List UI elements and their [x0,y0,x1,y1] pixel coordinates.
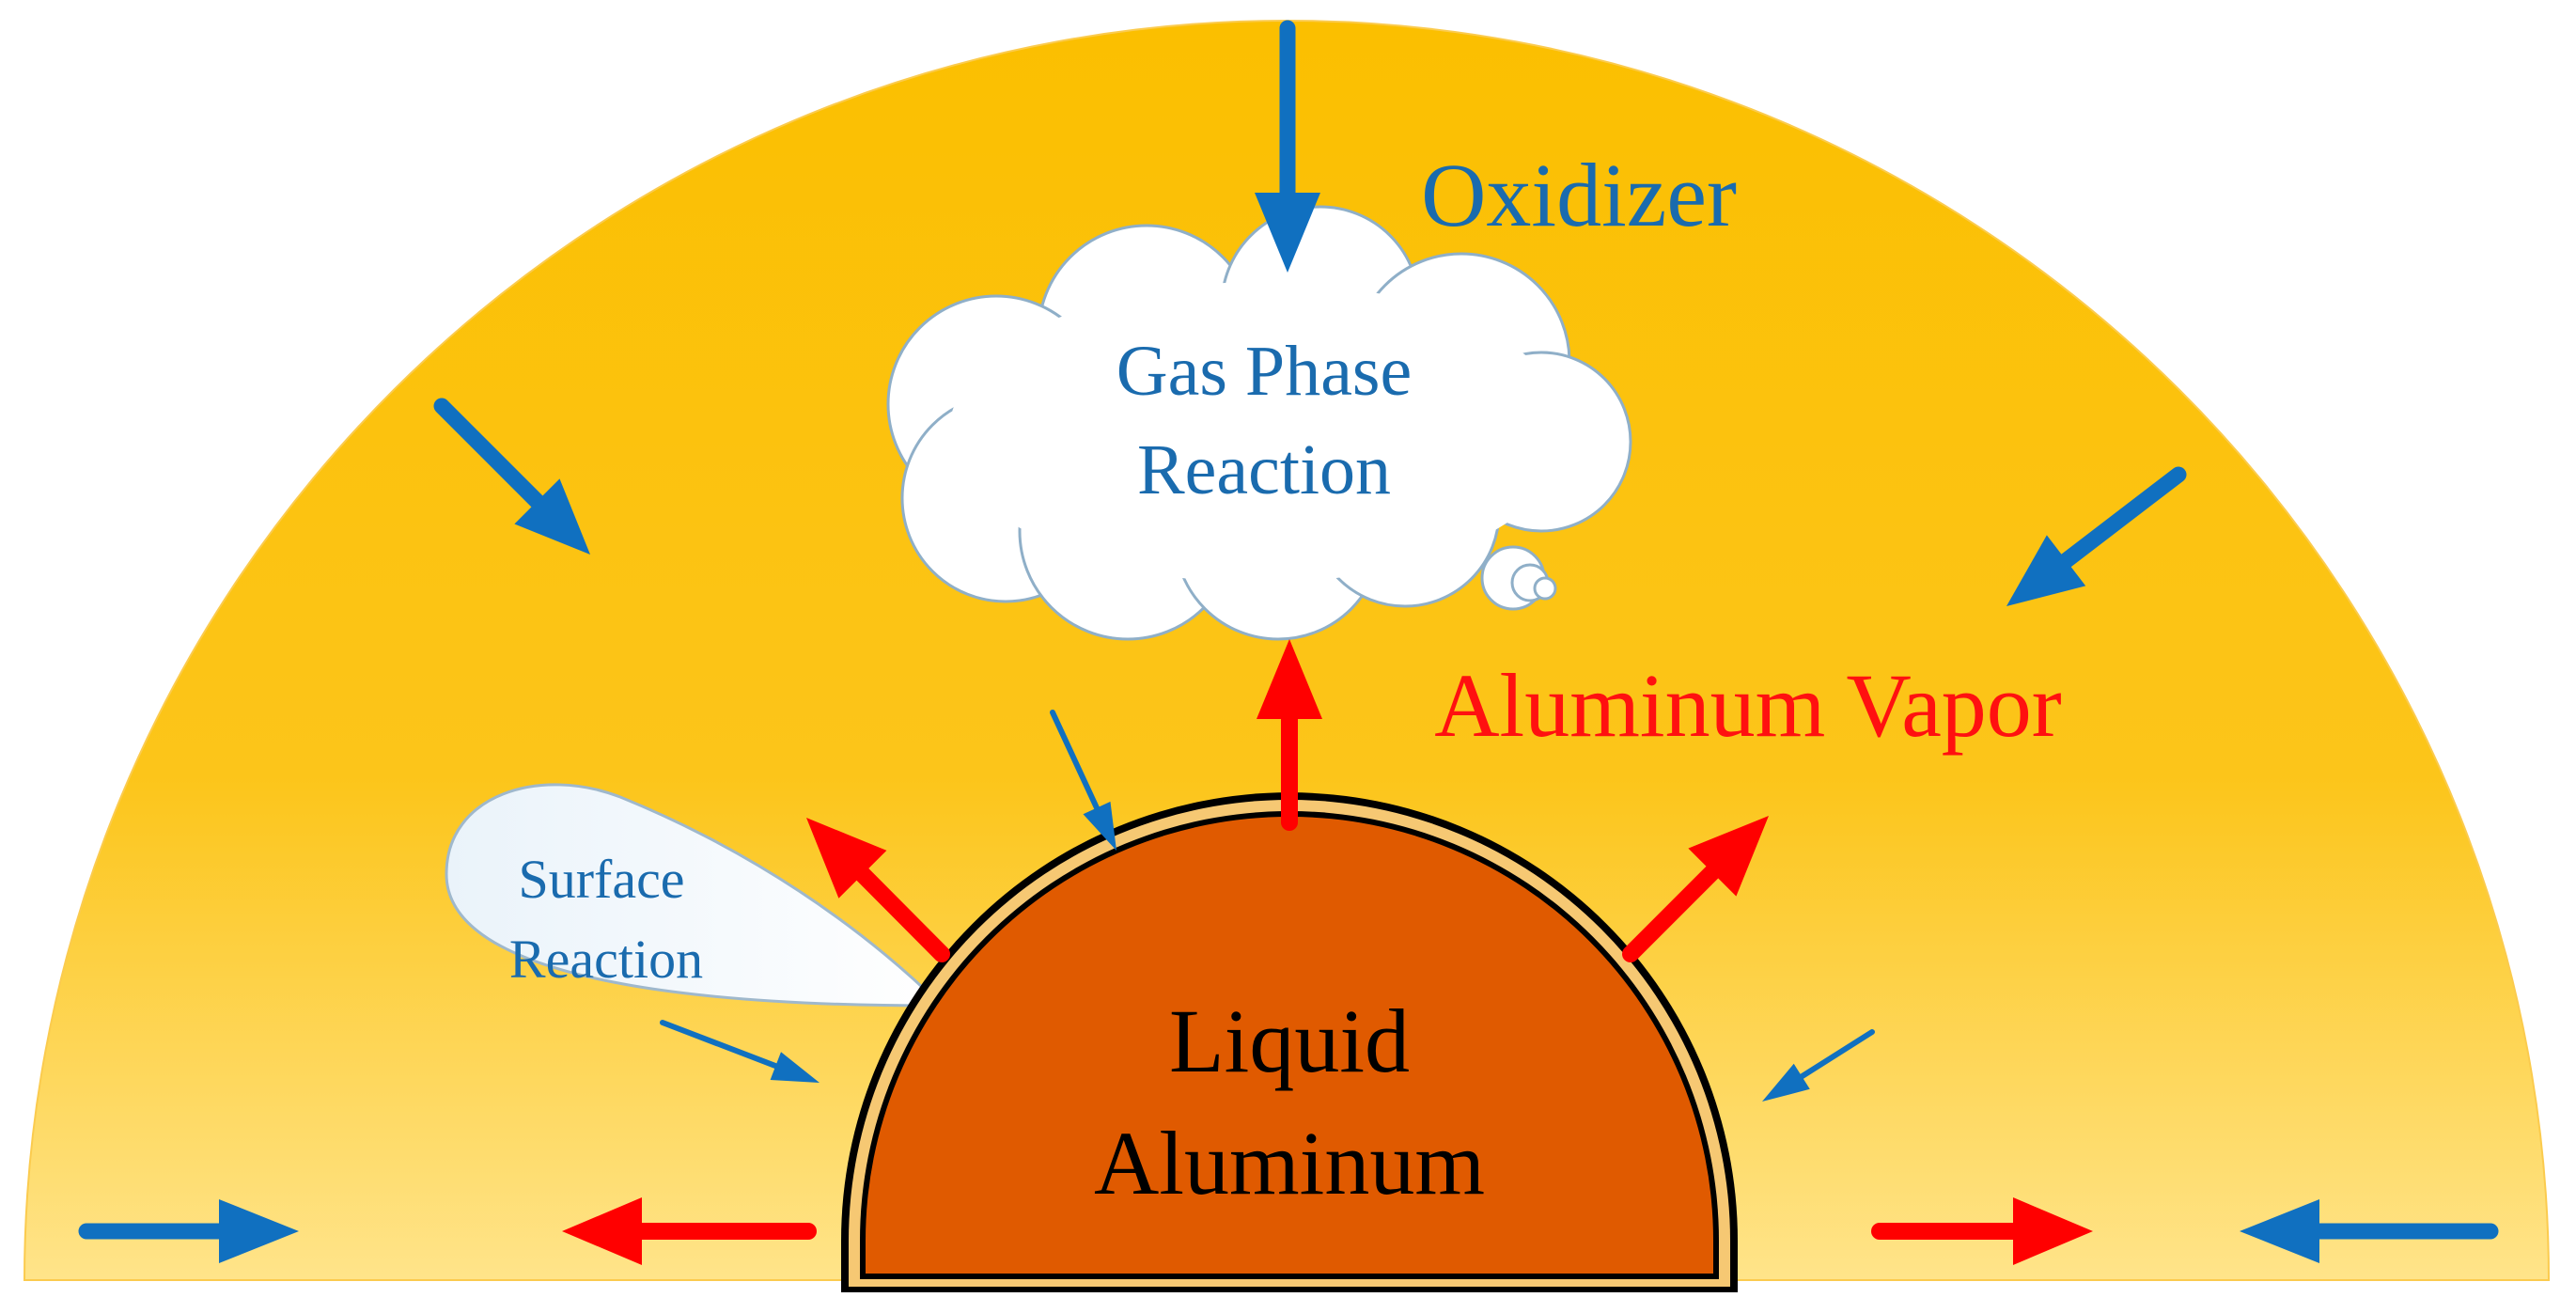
oxidizer-arrow-top [1255,20,1320,273]
oxidizer-arrow-bottom-right [2240,1199,2499,1263]
vapor-arrow-bottom-left [562,1197,817,1265]
vapor-arrow-bottom-right [1871,1197,2093,1265]
surface-reaction-label-line1: Surface [518,849,684,910]
oxidizer-arrow-upper-left [433,398,590,555]
liquid-aluminum-label-line2: Aluminum [1094,1113,1485,1213]
surface-reaction-bubble [445,783,943,1008]
oxidizer-arrow-upper-right [2006,466,2187,606]
arrows [78,20,2499,1265]
aluminum-droplet [841,792,1738,1292]
oxidizer-arrow-small-left [660,1020,820,1083]
gas-phase-label-line2: Reaction [1137,430,1391,509]
oxidizer-arrow-small-mid [1050,710,1116,851]
oxidizer-label: Oxidizer [1421,145,1737,245]
vapor-arrow-up [1257,639,1322,831]
oxidizer-arrow-bottom-left [78,1199,299,1263]
liquid-aluminum-core [866,817,1713,1274]
liquid-aluminum-label-line1: Liquid [1169,991,1410,1091]
aluminum-vapor-label: Aluminum Vapor [1434,655,2062,756]
oxidizer-arrow-small-right [1762,1029,1875,1102]
gas-phase-cloud [886,205,1632,641]
vapor-arrow-upper-right [1622,816,1769,962]
gas-phase-label-line1: Gas Phase [1116,332,1413,411]
surface-reaction-label-line2: Reaction [509,929,703,990]
vapor-arrow-upper-left [806,818,950,962]
